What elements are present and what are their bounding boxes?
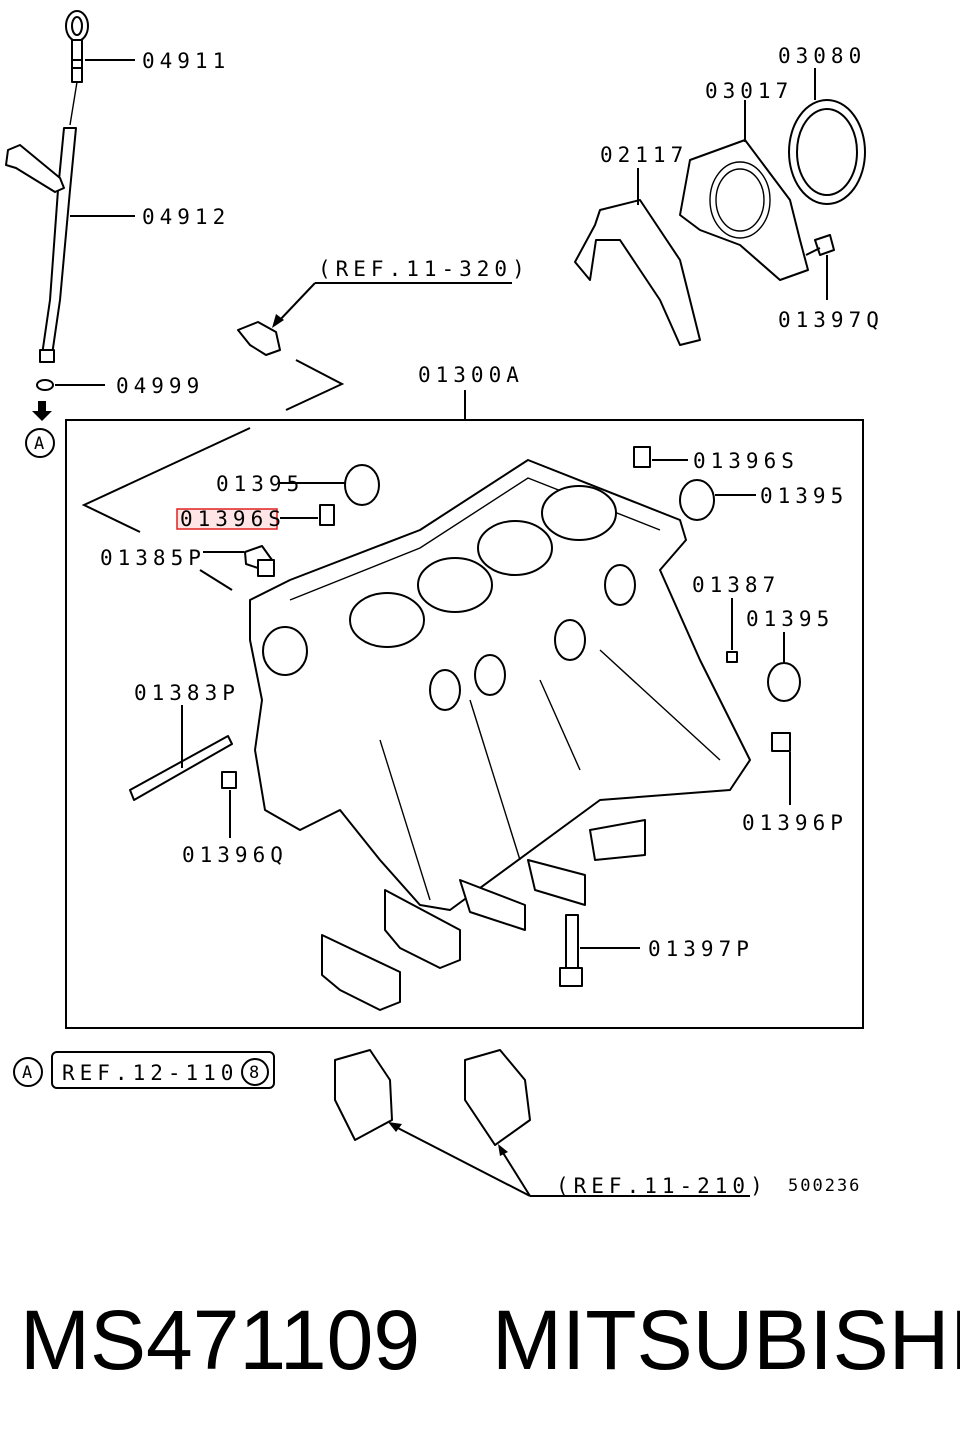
part-number: MS471109 <box>20 1293 421 1387</box>
drain-plug <box>244 545 275 577</box>
bearing-cap <box>589 819 646 861</box>
bearing-cap <box>384 889 461 969</box>
label-01397Q: 01397Q <box>778 308 884 332</box>
rear-oil-seal-case <box>679 139 809 281</box>
small-pin <box>726 651 738 663</box>
brand-name: MITSUBISHI <box>492 1293 960 1387</box>
footer: MS471109 MITSUBISHI <box>0 1280 960 1400</box>
main-bearing-shell <box>464 1049 531 1146</box>
label-01385P: 01385P <box>100 546 206 570</box>
rear-plate <box>574 199 701 346</box>
reference-circle-a-bottom: A <box>13 1057 43 1087</box>
label-ref-12-110: REF.12-110 <box>62 1061 238 1085</box>
label-ref-11-210: (REF.11-210) <box>556 1174 768 1198</box>
label-01395-c: 01395 <box>746 607 834 631</box>
oil-seal-ring <box>788 99 866 205</box>
dowel-pin <box>633 446 651 468</box>
bearing-cap <box>459 879 526 931</box>
dowel-pin <box>771 732 791 752</box>
plug-cap <box>344 464 380 506</box>
label-01383P: 01383P <box>134 681 240 705</box>
dowel-pin <box>221 771 237 789</box>
bearing-cap <box>527 859 586 906</box>
highlight-box <box>176 508 278 530</box>
sensor-part <box>237 321 281 356</box>
label-diagram-code: 500236 <box>788 1176 861 1196</box>
label-01396P: 01396P <box>742 811 848 835</box>
label-04911: 04911 <box>142 49 230 73</box>
label-01396S-b: 01396S <box>693 449 799 473</box>
bearing-cap-bolt <box>559 914 583 987</box>
label-ref-number: 8 <box>249 1063 261 1083</box>
reference-circle-a-top: A <box>25 428 55 458</box>
label-01300A: 01300A <box>418 363 524 387</box>
label-01395-a: 01395 <box>216 472 304 496</box>
cylinder-block <box>249 459 751 911</box>
ref-12-110-box <box>51 1051 275 1089</box>
arrow-down-icon <box>32 401 52 421</box>
plug-cap <box>679 479 715 521</box>
label-01397P: 01397P <box>648 937 754 961</box>
plug-cap <box>767 662 801 702</box>
label-01387: 01387 <box>692 573 780 597</box>
main-bearing-shell <box>334 1049 393 1141</box>
label-03080: 03080 <box>778 44 866 68</box>
label-02117: 02117 <box>600 143 688 167</box>
bolt-icon <box>805 234 835 256</box>
label-03017: 03017 <box>705 79 793 103</box>
svg-text:A: A <box>34 434 46 454</box>
label-ref-11-320: (REF.11-320) <box>318 257 530 281</box>
svg-text:A: A <box>22 1063 34 1083</box>
bearing-cap <box>321 934 401 1011</box>
label-04999: 04999 <box>116 374 204 398</box>
oil-dipstick <box>5 10 89 391</box>
dowel-pin <box>319 504 335 526</box>
label-01396Q: 01396Q <box>182 843 288 867</box>
label-01396S-highlighted: 01396S <box>180 507 286 531</box>
label-01395-b: 01395 <box>760 484 848 508</box>
label-04912: 04912 <box>142 205 230 229</box>
